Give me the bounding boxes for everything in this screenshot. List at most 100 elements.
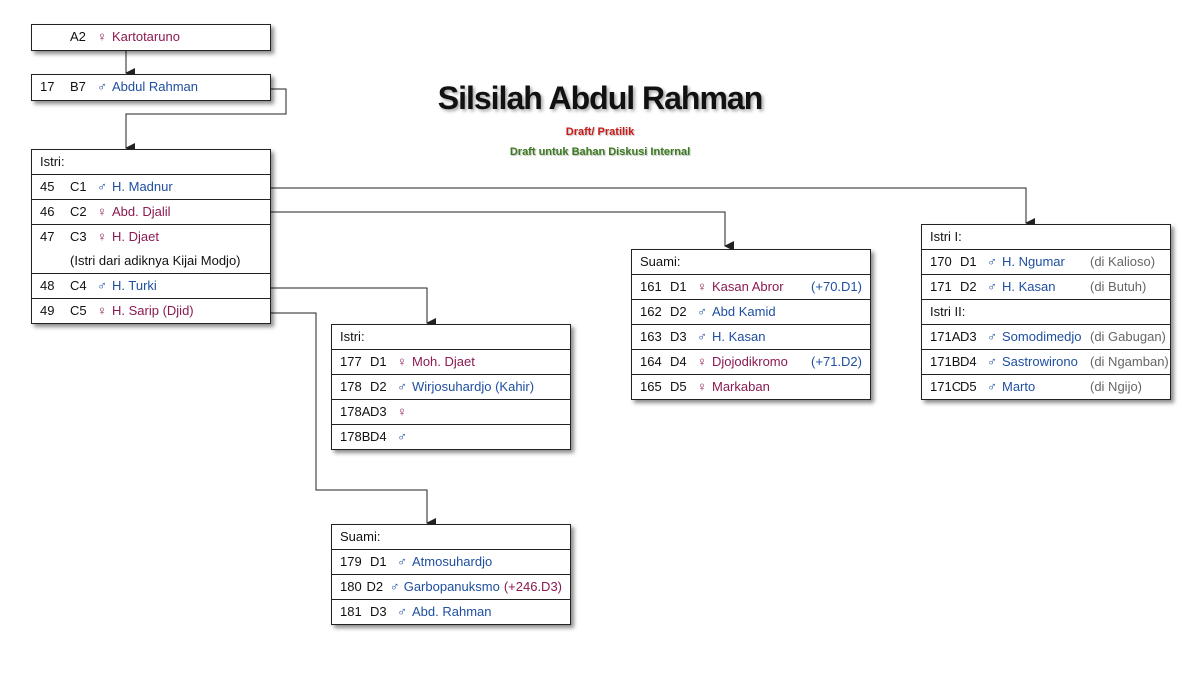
female-sign-icon: ♀ <box>697 379 707 394</box>
child-row-h-djaet[interactable]: 47 C3 ♀ H. Djaet <box>32 224 270 249</box>
child-row[interactable]: 177 D1 ♀ Moh. Djaet <box>332 349 570 374</box>
male-sign-icon: ♂ <box>389 579 400 594</box>
male-sign-icon: ♂ <box>987 329 997 344</box>
person-name: Kasan Abror <box>712 279 784 294</box>
child-row[interactable]: 171C D5 ♂ Marto (di Ngijo) <box>922 374 1170 399</box>
generation-code: D4 <box>670 354 687 369</box>
person-name: Somodimedjo <box>1002 329 1082 344</box>
person-name: Abd. Djalil <box>112 204 171 219</box>
cross-reference-note: (+71.D2) <box>811 354 862 369</box>
person-name: Atmosuhardjo <box>412 554 493 569</box>
person-number: 45 <box>40 179 55 194</box>
person-name: Garbopanuksmo <box>403 579 500 594</box>
child-row[interactable]: 171A D3 ♂ Somodimedjo (di Gabugan) <box>922 324 1170 349</box>
person-number: 178A <box>340 404 371 419</box>
person-number: 46 <box>40 204 55 219</box>
person-number: 163 <box>640 329 662 344</box>
person-number: 171A <box>930 329 961 344</box>
generation-code: D3 <box>370 404 387 419</box>
person-number: 48 <box>40 278 55 293</box>
child-row[interactable]: 171B D4 ♂ Sastrowirono (di Ngamban) <box>922 349 1170 374</box>
person-number: 178 <box>340 379 362 394</box>
generation-code: D2 <box>960 279 977 294</box>
person-name: H. Kasan <box>712 329 766 344</box>
female-sign-icon: ♀ <box>397 354 407 369</box>
generation-code: D1 <box>370 554 387 569</box>
child-row[interactable]: 178A D3 ♀ <box>332 399 570 424</box>
child-row[interactable]: 161 D1 ♀ Kasan Abror (+70.D1) <box>632 274 870 299</box>
generation-code: C2 <box>70 204 87 219</box>
person-name: Abdul Rahman <box>112 79 198 94</box>
person-name: Kartotaruno <box>112 29 180 44</box>
children-box-abd-djalil: Suami: 161 D1 ♀ Kasan Abror (+70.D1) 162… <box>631 249 871 400</box>
child-row[interactable]: 178 D2 ♂ Wirjosuhardjo (Kahir) <box>332 374 570 399</box>
person-name: H. Turki <box>112 278 157 293</box>
person-name: Markaban <box>712 379 770 394</box>
person-name: Djojodikromo <box>712 354 788 369</box>
person-number: 180 <box>340 579 362 594</box>
person-number: 49 <box>40 303 55 318</box>
children-box-h-sarip: Suami: 179 D1 ♂ Atmosuhardjo 180 D2 ♂ Ga… <box>331 524 571 625</box>
location-note: (di Kalioso) <box>1090 254 1156 269</box>
spouse-header: Istri I: <box>930 229 962 244</box>
person-name: H. Ngumar <box>1002 254 1065 269</box>
child-row[interactable]: 163 D3 ♂ H. Kasan <box>632 324 870 349</box>
child-row[interactable]: 181 D3 ♂ Abd. Rahman <box>332 599 570 624</box>
location-note: (di Ngamban) <box>1090 354 1169 369</box>
person-name: Marto <box>1002 379 1036 394</box>
person-box-kartotaruno[interactable]: A2 ♀ Kartotaruno <box>31 24 271 51</box>
person-number: 181 <box>340 604 362 619</box>
generation-code: D2 <box>670 304 687 319</box>
child-row[interactable]: 171 D2 ♂ H. Kasan (di Butuh) <box>922 274 1170 299</box>
location-note: (di Ngijo) <box>1090 379 1143 394</box>
person-number: 47 <box>40 229 55 244</box>
generation-code: D3 <box>370 604 387 619</box>
person-number: 177 <box>340 354 362 369</box>
child-row[interactable]: 180 D2 ♂ Garbopanuksmo (+246.D3) <box>332 574 570 599</box>
child-row[interactable]: 164 D4 ♀ Djojodikromo (+71.D2) <box>632 349 870 374</box>
male-sign-icon: ♂ <box>397 429 407 444</box>
generation-code: D3 <box>960 329 977 344</box>
person-description: (Istri dari adiknya Kijai Modjo) <box>70 253 241 268</box>
person-name: Moh. Djaet <box>412 354 475 369</box>
child-row-h-turki[interactable]: 48 C4 ♂ H. Turki <box>32 273 270 298</box>
generation-code: C4 <box>70 278 87 293</box>
person-number: 178B <box>340 429 371 444</box>
person-box-abdul-rahman[interactable]: 17 B7 ♂ Abdul Rahman <box>31 74 271 101</box>
person-number: 171B <box>930 354 961 369</box>
male-sign-icon: ♂ <box>697 329 707 344</box>
child-row-h-madnur[interactable]: 45 C1 ♂ H. Madnur <box>32 174 270 199</box>
location-note: (di Butuh) <box>1090 279 1147 294</box>
female-sign-icon: ♀ <box>697 354 707 369</box>
generation-code: C1 <box>70 179 87 194</box>
child-row[interactable]: 162 D2 ♂ Abd Kamid <box>632 299 870 324</box>
male-sign-icon: ♂ <box>97 278 107 293</box>
generation-code: D1 <box>670 279 687 294</box>
person-name: H. Djaet <box>112 229 159 244</box>
male-sign-icon: ♂ <box>987 379 997 394</box>
generation-code: D1 <box>370 354 387 369</box>
male-sign-icon: ♂ <box>397 379 407 394</box>
child-row-h-sarip[interactable]: 49 C5 ♀ H. Sarip (Djid) <box>32 298 270 323</box>
person-name: H. Kasan <box>1002 279 1056 294</box>
connector-djalil-to-children <box>270 211 734 251</box>
spouse-header: Suami: <box>640 254 681 269</box>
child-row[interactable]: 165 D5 ♀ Markaban <box>632 374 870 399</box>
person-number: 179 <box>340 554 362 569</box>
person-name: H. Madnur <box>112 179 173 194</box>
person-number: 164 <box>640 354 662 369</box>
child-row[interactable]: 170 D1 ♂ H. Ngumar (di Kalioso) <box>922 249 1170 274</box>
person-number: 161 <box>640 279 662 294</box>
location-note: (di Gabugan) <box>1090 329 1166 344</box>
male-sign-icon: ♂ <box>697 304 707 319</box>
person-name: Abd Kamid <box>712 304 776 319</box>
children-box-generation-c: Istri: 45 C1 ♂ H. Madnur 46 C2 ♀ Abd. Dj… <box>31 149 271 324</box>
male-sign-icon: ♂ <box>987 354 997 369</box>
male-sign-icon: ♂ <box>987 279 997 294</box>
child-row[interactable]: 179 D1 ♂ Atmosuhardjo <box>332 549 570 574</box>
generation-code: C3 <box>70 229 87 244</box>
female-sign-icon: ♀ <box>97 204 107 219</box>
child-row[interactable]: 178B D4 ♂ <box>332 424 570 449</box>
child-row-abd-djalil[interactable]: 46 C2 ♀ Abd. Djalil <box>32 199 270 224</box>
female-sign-icon: ♀ <box>697 279 707 294</box>
